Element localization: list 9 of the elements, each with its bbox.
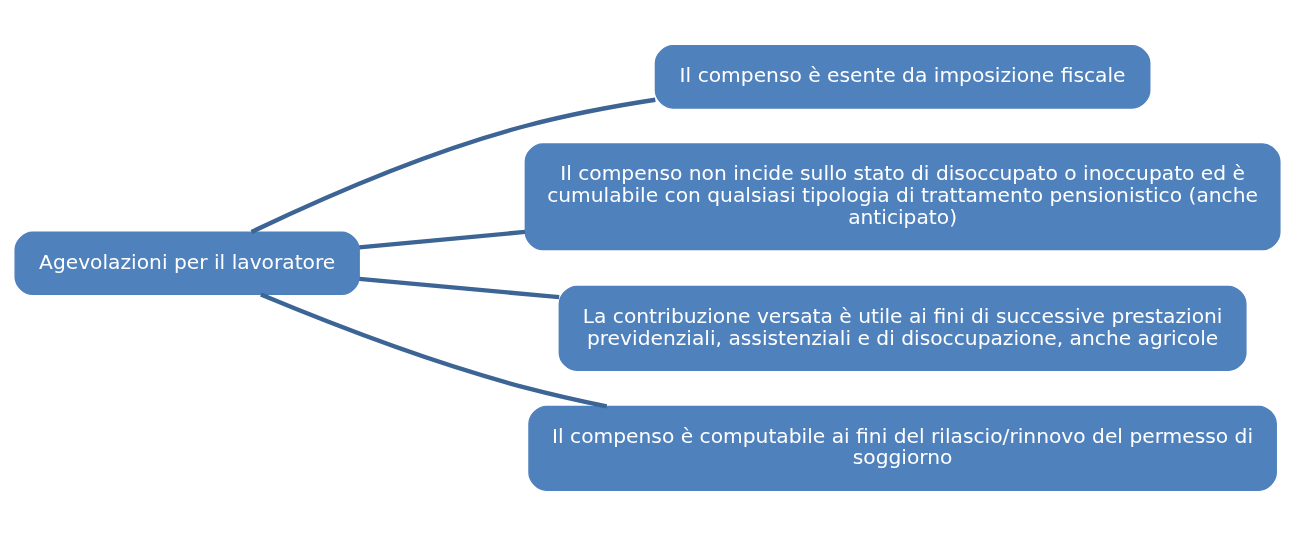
node-box: Il compenso è esente da imposizione fiscale bbox=[654, 45, 1151, 109]
connector bbox=[260, 292, 608, 409]
connector bbox=[359, 276, 560, 300]
node-box: Agevolazioni per il lavoratore bbox=[14, 231, 360, 296]
connector bbox=[359, 229, 526, 250]
connector bbox=[250, 97, 656, 234]
node-box: Il compenso non incide sullo stato di disoccupato o inoccupato ed è cumulabile con qualsiasi tipologia di trattamento pensionistico (anche anticipato) bbox=[524, 143, 1281, 251]
node-box: Il compenso è computabile ai fini del rilascio/rinnovo del permesso di soggiorno bbox=[528, 405, 1277, 491]
node-box: La contribuzione versata è utile ai fini di successive prestazioni previdenziali, assistenziali e di disoccupazione, anche agricole bbox=[558, 285, 1247, 371]
